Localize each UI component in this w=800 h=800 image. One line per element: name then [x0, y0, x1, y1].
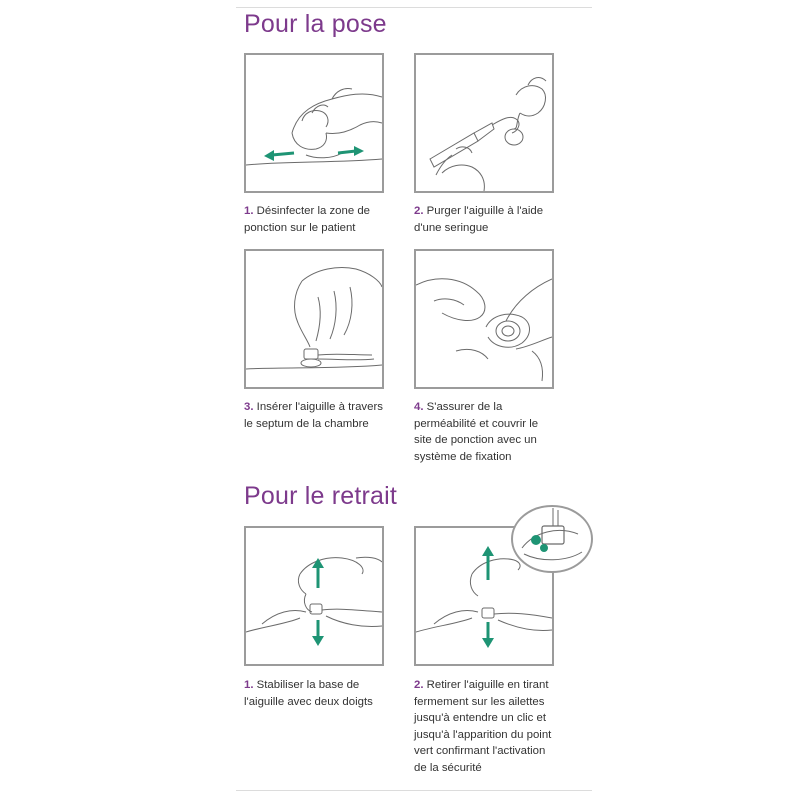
caption-line: vert confirmant l'activation	[414, 745, 546, 757]
caption-line: Retirer l'aiguille en tirant	[426, 679, 549, 691]
caption-retrait-1: 1. Stabiliser la base de l'aiguille avec…	[244, 677, 394, 710]
step-number: 1.	[244, 679, 254, 691]
skin-disinfection-illustration	[246, 88, 382, 166]
caption-line: site de ponction avec un	[414, 434, 537, 446]
caption-pose-2: 2. Purger l'aiguille à l'aide d'une seri…	[414, 203, 564, 236]
top-rule	[236, 7, 592, 8]
stabilize-base-illustration	[246, 556, 382, 646]
caption-line: fermement sur les ailettes	[414, 695, 545, 708]
section-title-retrait: Pour le retrait	[244, 482, 398, 510]
illustration-disinfect	[244, 53, 384, 193]
caption-retrait-2: 2. Retirer l'aiguille en tirant fermemen…	[414, 677, 564, 776]
caption-line: Insérer l'aiguille à travers	[256, 401, 383, 413]
illustration-insert	[244, 249, 384, 389]
caption-line: le septum de la chambre	[244, 417, 369, 430]
syringe-purge-illustration	[429, 77, 547, 191]
caption-line: jusqu'à entendre un clic et	[414, 712, 546, 724]
caption-line: système de fixation	[414, 450, 512, 463]
caption-pose-1: 1. Désinfecter la zone de ponction sur l…	[244, 203, 394, 236]
illustration-purge	[414, 53, 554, 193]
zoom-inset	[510, 504, 594, 574]
caption-line: Stabiliser la base de	[256, 679, 360, 691]
illustration-dressing	[414, 249, 554, 389]
caption-line: jusqu'à l'apparition du point	[414, 728, 552, 741]
caption-line: ponction sur le patient	[244, 221, 356, 234]
needle-removal-illustration	[416, 546, 552, 648]
step-number: 2.	[414, 679, 424, 691]
caption-line: Désinfecter la zone de	[256, 205, 371, 217]
step-number: 2.	[414, 205, 424, 217]
needle-insertion-illustration	[246, 267, 382, 370]
caption-line: de la sécurité	[414, 761, 482, 774]
caption-line: perméabilité et couvrir le	[414, 417, 539, 430]
dressing-fixation-illustration	[416, 278, 552, 382]
illustration-stabilize	[244, 526, 384, 666]
green-dot-detail-icon	[511, 505, 593, 573]
caption-line: S'assurer de la	[426, 401, 503, 413]
step-number: 1.	[244, 205, 254, 217]
section-title-pose: Pour la pose	[244, 10, 387, 38]
caption-line: Purger l'aiguille à l'aide	[426, 205, 544, 217]
caption-line: d'une seringue	[414, 221, 489, 234]
step-number: 3.	[244, 401, 254, 413]
caption-pose-3: 3. Insérer l'aiguille à travers le septu…	[244, 399, 394, 432]
bottom-rule	[236, 790, 592, 791]
caption-line: l'aiguille avec deux doigts	[244, 695, 373, 708]
caption-pose-4: 4. S'assurer de la perméabilité et couvr…	[414, 399, 564, 465]
step-number: 4.	[414, 401, 424, 413]
